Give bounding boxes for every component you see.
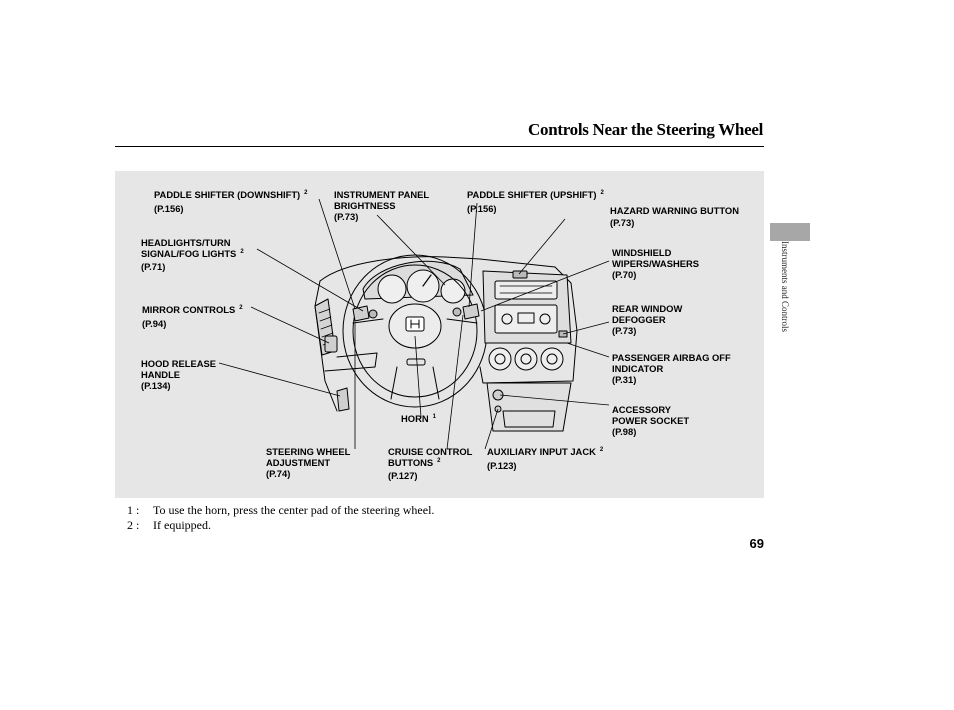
footnotes: 1 : To use the horn, press the center pa… xyxy=(127,503,434,532)
title-rule xyxy=(115,146,764,147)
callout-instrument-panel-brightness: INSTRUMENT PANEL BRIGHTNESS (P.73) xyxy=(334,189,430,222)
callout-hood-release-handle: HOOD RELEASE HANDLE (P.134) xyxy=(141,358,217,391)
footnote-number: 2 : xyxy=(127,517,140,532)
footnote-text: To use the horn, press the center pad of… xyxy=(153,503,435,517)
footnote: 1 : To use the horn, press the center pa… xyxy=(127,503,434,518)
callout-hazard-warning-button: HAZARD WARNING BUTTON (P.73) xyxy=(610,205,739,228)
callout-paddle-shifter-upshift: PADDLE SHIFTER (UPSHIFT)2 (P.156) xyxy=(467,189,604,214)
callout-steering-wheel-adjustment: STEERING WHEEL ADJUSTMENT (P.74) xyxy=(266,446,351,479)
callout-rear-window-defogger: REAR WINDOW DEFOGGER (P.73) xyxy=(612,303,683,336)
page-title: Controls Near the Steering Wheel xyxy=(528,120,763,139)
callout-windshield-wipers-washers: WINDSHIELD WIPERS/WASHERS (P.70) xyxy=(612,247,699,280)
dashboard-figure: PADDLE SHIFTER (DOWNSHIFT)2 (P.156) INST… xyxy=(115,171,764,498)
footnote-text: If equipped. xyxy=(153,517,211,532)
footnote-number: 1 : xyxy=(127,503,140,517)
section-tab xyxy=(770,223,810,241)
section-tab-label: Instruments and Controls xyxy=(780,241,790,332)
callout-paddle-shifter-downshift: PADDLE SHIFTER (DOWNSHIFT)2 (P.156) xyxy=(154,189,308,214)
page-number: 69 xyxy=(749,536,764,551)
callout-accessory-power-socket: ACCESSORY POWER SOCKET (P.98) xyxy=(612,404,690,437)
dashboard-illustration xyxy=(218,198,610,450)
callout-passenger-airbag-off-indicator: PASSENGER AIRBAG OFF INDICATOR (P.31) xyxy=(612,352,731,385)
footnote: 2 : If equipped. xyxy=(127,518,434,533)
